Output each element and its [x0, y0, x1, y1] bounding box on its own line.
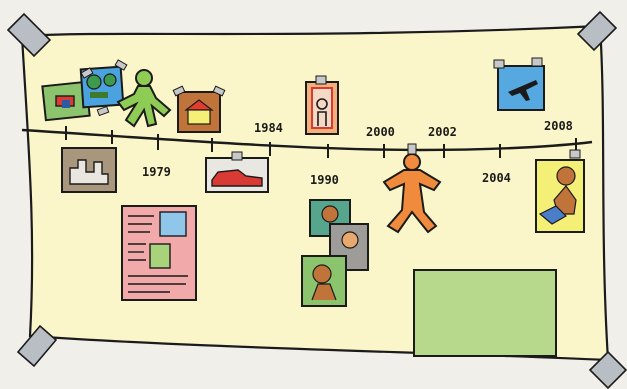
year-label-2002: 2002: [428, 125, 457, 139]
photo-yellow-family: [536, 150, 584, 232]
year-label-1990: 1990: [310, 173, 339, 187]
photo-red-house: [173, 86, 225, 132]
photo-blue-airplane: [494, 58, 544, 110]
year-label-1979: 1979: [142, 165, 171, 179]
year-label-2000: 2000: [366, 125, 395, 139]
photo-city-skyline: [62, 148, 116, 192]
year-label-2008: 2008: [544, 119, 573, 133]
year-label-1984: 1984: [254, 121, 283, 135]
pink-postcard: [122, 206, 196, 300]
year-label-2004: 2004: [482, 171, 511, 185]
large-green-box: [414, 270, 556, 356]
photo-red-car: [206, 152, 268, 192]
photo-person-red-frame: [306, 76, 338, 134]
